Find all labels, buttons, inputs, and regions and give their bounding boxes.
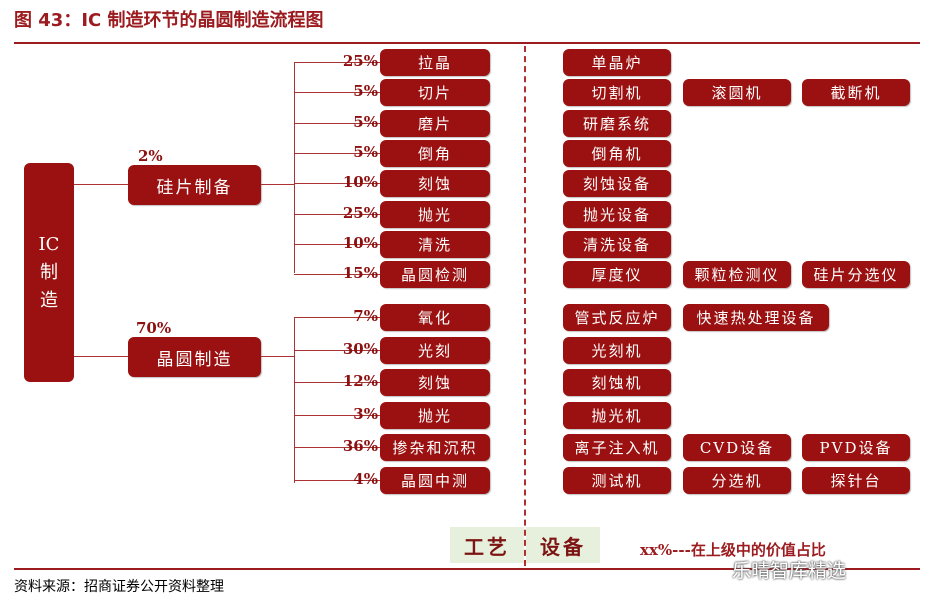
- prep-branch-line: [294, 92, 380, 94]
- fab-step-box: 光刻: [380, 336, 490, 364]
- fab-equipment-box: 抛光机: [563, 401, 671, 429]
- prep-equipment-box: 厚度仪: [563, 261, 671, 289]
- fab-step-pct: 7%: [353, 307, 378, 325]
- prep-step-pct: 10%: [342, 233, 378, 252]
- value-share-note: xx%---在上级中的价值占比: [640, 541, 826, 559]
- fab-branch-line: [294, 447, 380, 449]
- fab-step-pct: 12%: [342, 372, 378, 391]
- wafer-fab-box: 晶圆制造: [128, 337, 261, 377]
- prep-branch-line: [294, 122, 380, 124]
- connector-ic-prep: [74, 184, 128, 185]
- prep-bracket-stem: [261, 184, 295, 185]
- fab-equipment-box: PVD设备: [802, 434, 910, 462]
- bottom-rule: [14, 568, 920, 570]
- fab-branch-line: [294, 349, 380, 351]
- prep-equipment-box: 刻蚀设备: [563, 170, 671, 198]
- prep-step-box: 磨片: [380, 109, 490, 137]
- prep-step-pct: 10%: [342, 173, 378, 192]
- fab-equipment-box: 分选机: [683, 467, 791, 494]
- prep-branch-line: [294, 62, 380, 63]
- fab-equipment-box: 离子注入机: [563, 434, 671, 462]
- wafer-fab-pct: 70%: [136, 319, 172, 337]
- prep-equipment-box: 单晶炉: [563, 49, 671, 76]
- ic-manufacturing-box: IC 制 造: [24, 163, 74, 382]
- top-rule: [14, 42, 920, 44]
- fab-step-pct: 30%: [342, 339, 378, 358]
- prep-step-box: 抛光: [380, 200, 490, 228]
- fab-step-pct: 4%: [353, 470, 378, 488]
- fab-equipment-box: 快速热处理设备: [683, 304, 829, 331]
- fab-branch-line: [294, 480, 380, 481]
- wafer-prep-pct: 2%: [138, 147, 163, 165]
- fab-branch-line: [294, 317, 380, 318]
- legend-equipment: 设备: [526, 527, 600, 563]
- source-text: 资料来源：招商证券公开资料整理: [14, 579, 224, 595]
- connector-ic-fab: [74, 356, 128, 357]
- prep-step-pct: 5%: [353, 112, 378, 131]
- ic-label-line3: 造: [40, 289, 58, 311]
- fab-bracket-spine: [294, 317, 295, 483]
- fab-equipment-box: 刻蚀机: [563, 369, 671, 397]
- prep-equipment-box: 清洗设备: [563, 230, 671, 258]
- prep-step-box: 拉晶: [380, 49, 490, 76]
- prep-step-box: 刻蚀: [380, 170, 490, 198]
- prep-step-pct: 5%: [353, 82, 378, 101]
- prep-equipment-box: 截断机: [802, 79, 910, 107]
- prep-step-pct: 5%: [353, 142, 378, 161]
- watermark-text: 乐晴智库精选: [732, 560, 847, 582]
- fab-step-pct: 3%: [353, 404, 378, 423]
- prep-branch-line: [294, 274, 380, 276]
- fab-step-box: 氧化: [380, 304, 490, 331]
- legend-process: 工艺: [450, 527, 524, 563]
- prep-step-box: 晶圆检测: [380, 261, 490, 289]
- fab-equipment-box: 探针台: [802, 467, 910, 494]
- prep-equipment-box: 硅片分选仪: [802, 261, 910, 289]
- prep-equipment-box: 研磨系统: [563, 109, 671, 137]
- fab-branch-line: [294, 414, 380, 416]
- fab-equipment-box: 管式反应炉: [563, 304, 671, 331]
- fab-equipment-box: 测试机: [563, 467, 671, 494]
- fab-equipment-box: CVD设备: [683, 434, 791, 462]
- wafer-prep-box: 硅片制备: [128, 165, 261, 205]
- fab-step-box: 抛光: [380, 401, 490, 429]
- fab-bracket-stem: [261, 356, 295, 357]
- prep-equipment-box: 滚圆机: [683, 79, 791, 107]
- prep-step-pct: 25%: [342, 203, 378, 222]
- prep-step-box: 倒角: [380, 139, 490, 167]
- ic-label-line1: IC: [38, 233, 60, 255]
- fab-step-box: 掺杂和沉积: [380, 434, 490, 462]
- prep-bracket-spine: [294, 62, 295, 273]
- divider-dashed-line: [524, 46, 526, 566]
- prep-branch-line: [294, 213, 380, 215]
- prep-step-box: 切片: [380, 79, 490, 107]
- prep-step-box: 清洗: [380, 230, 490, 258]
- prep-branch-line: [294, 152, 380, 154]
- prep-branch-line: [294, 183, 380, 185]
- prep-step-pct: 25%: [342, 52, 378, 70]
- prep-branch-line: [294, 243, 380, 245]
- ic-label-line2: 制: [40, 261, 58, 283]
- fab-equipment-box: 光刻机: [563, 336, 671, 364]
- fab-branch-line: [294, 382, 380, 384]
- prep-equipment-box: 切割机: [563, 79, 671, 107]
- fab-step-box: 晶圆中测: [380, 467, 490, 494]
- figure-title: 图 43：IC 制造环节的晶圆制造流程图: [14, 10, 324, 31]
- fab-step-box: 刻蚀: [380, 369, 490, 397]
- prep-equipment-box: 倒角机: [563, 139, 671, 167]
- prep-equipment-box: 抛光设备: [563, 200, 671, 228]
- prep-equipment-box: 颗粒检测仪: [683, 261, 791, 289]
- fab-step-pct: 36%: [342, 437, 378, 456]
- prep-step-pct: 15%: [342, 264, 378, 283]
